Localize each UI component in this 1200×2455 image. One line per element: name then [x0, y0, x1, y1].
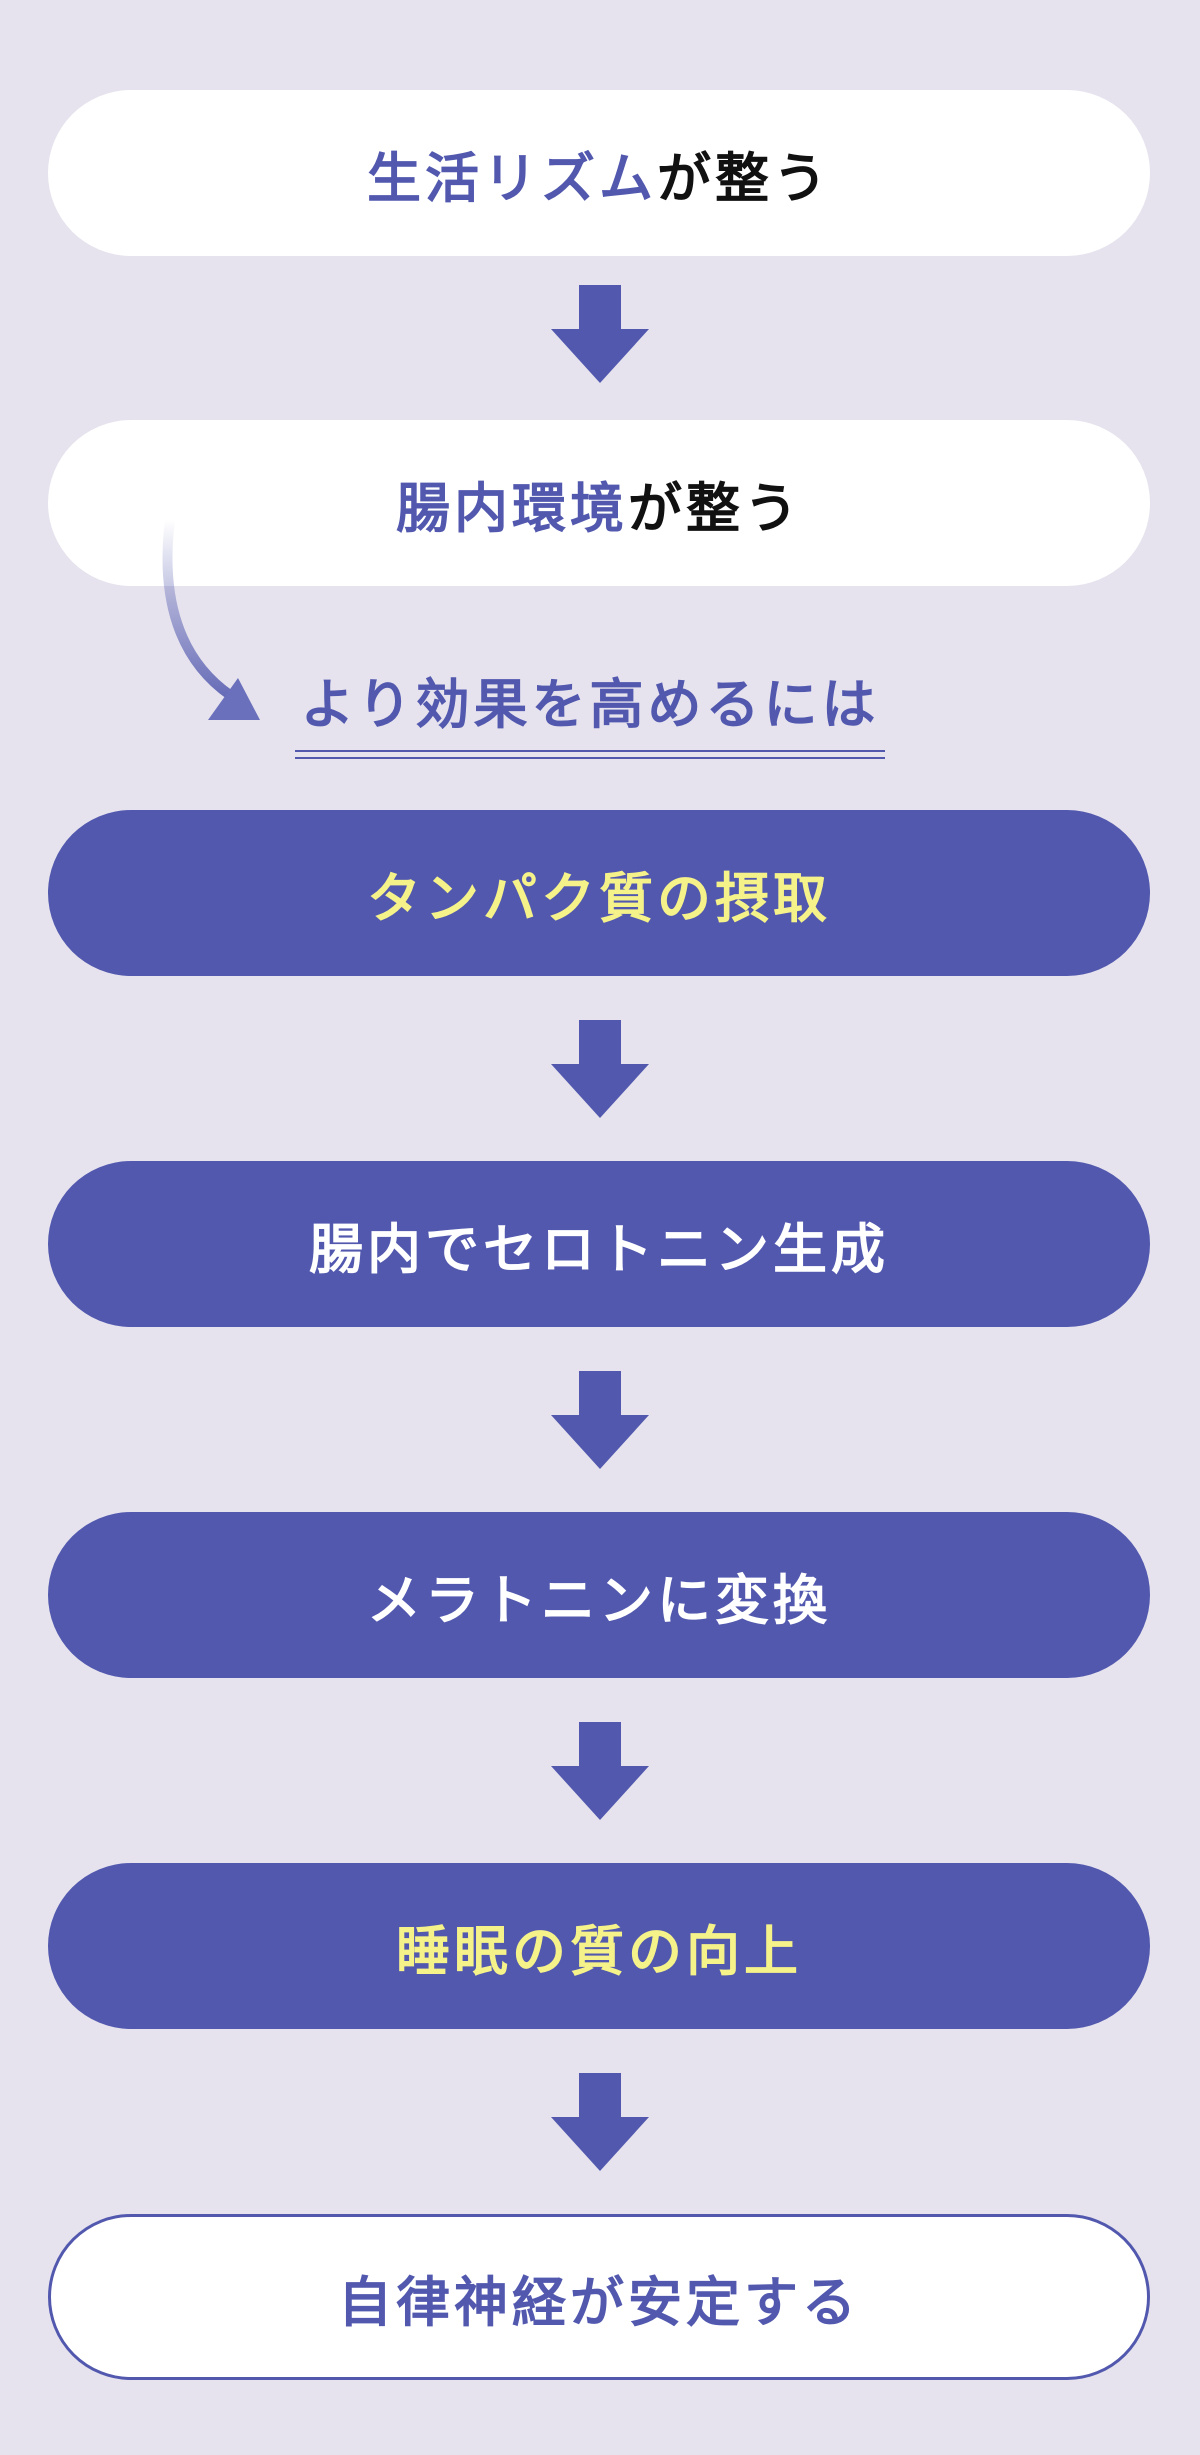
arrow-down-icon: [551, 1020, 649, 1118]
step-text: タンパク質の摂取: [367, 866, 831, 930]
step-rest-text: が整う: [657, 146, 831, 210]
arrow-down-icon: [551, 1371, 649, 1469]
step-box-melatonin: メラトニンに変換: [48, 1512, 1150, 1678]
step-text: 腸内でセロトニン生成: [309, 1217, 889, 1281]
step-box-autonomic-nerves: 自律神経が安定する: [48, 2214, 1150, 2380]
step-box-sleep-quality: 睡眠の質の向上: [48, 1863, 1150, 2029]
curved-arrow-icon: [162, 520, 260, 720]
step-rest-text: が整う: [628, 476, 802, 540]
step-text: 睡眠の質の向上: [396, 1919, 802, 1983]
sub-heading: より効果を高めるには: [300, 673, 880, 736]
sub-heading-underline: [295, 750, 885, 759]
step-highlight-text: 生活リズム: [367, 146, 657, 210]
arrow-down-icon: [551, 2073, 649, 2171]
step-text: 自律神経が安定する: [338, 2270, 860, 2334]
step-box-serotonin: 腸内でセロトニン生成: [48, 1161, 1150, 1327]
step-box-gut-environment: 腸内環境が整う: [48, 420, 1150, 586]
step-highlight-text: 腸内環境: [396, 476, 628, 540]
step-box-life-rhythm: 生活リズムが整う: [48, 90, 1150, 256]
step-text: メラトニンに変換: [367, 1568, 831, 1632]
arrow-down-icon: [551, 285, 649, 383]
step-box-protein-intake: タンパク質の摂取: [48, 810, 1150, 976]
arrow-down-icon: [551, 1722, 649, 1820]
